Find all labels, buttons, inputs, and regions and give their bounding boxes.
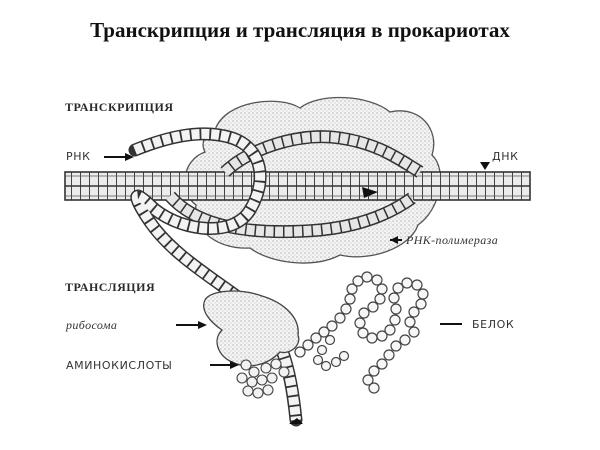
translation-heading: ТРАНСЛЯЦИЯ [65,280,156,294]
label-pointers [104,153,490,424]
ribosome-label: рибосома [66,318,118,332]
rna-label: РНК [66,150,91,163]
polymerase-direction-arrow [362,187,378,198]
dna-label: ДНК [492,150,519,163]
dna-template-strand-bubble [165,191,416,239]
rna-polymerase-label: РНК-полимераза [406,233,499,247]
page-title: Транскрипция и трансляция в прокариотах [90,18,510,42]
amino-acids-label: АМИНОКИСЛОТЫ [66,359,173,372]
transcription-heading: ТРАНСКРИПЦИЯ [65,100,174,114]
protein-label: БЕЛОК [472,318,515,331]
protein-bead-chain [294,271,429,394]
amino-acid-cluster [236,358,290,399]
ribosome-shape [203,290,300,367]
